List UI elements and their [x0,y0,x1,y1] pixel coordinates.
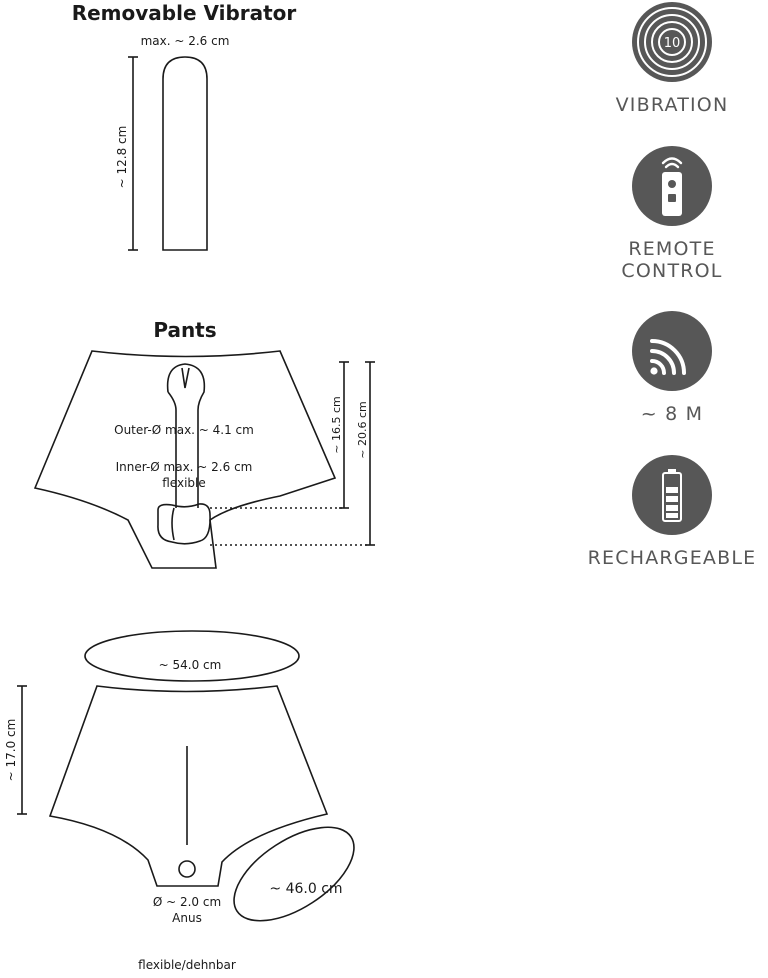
anus-opening [178,860,196,878]
flexible-dehnbar-label: flexible/dehnbar [138,958,236,972]
vibration-icon: 10 [632,2,712,82]
feature-vibration: 10 VIBRATION [572,2,768,116]
feature-remote-control: REMOTE CONTROL [572,146,768,282]
dildo-base [157,503,211,545]
vibrator-title: Removable Vibrator [72,1,297,25]
vibration-label: VIBRATION [615,94,729,116]
remote-control-label: REMOTE CONTROL [621,238,723,282]
feature-rechargeable: RECHARGEABLE [572,455,768,569]
back-height-label: ~ 17.0 cm [4,719,18,782]
vibration-badge: 10 [664,36,681,51]
dildo-outline [166,363,206,508]
dildo-tip-slit [181,367,190,389]
vibrator-outline [162,56,208,251]
waistband-ellipse [84,630,300,682]
pants-height1-label: ~ 16.5 cm [330,396,343,453]
anus-diameter-label: Ø ~ 2.0 cm [153,895,221,909]
rechargeable-label: RECHARGEABLE [587,547,757,569]
pants-back-outline [48,685,329,887]
outer-diameter-label: Outer-Ø max. ~ 4.1 cm [114,423,254,437]
pants-front-outline [33,350,337,569]
vibrator-length-label: ~ 12.8 cm [115,126,129,189]
leg-opening-label: ~ 46.0 cm [269,881,342,897]
range-label: ~ 8 M [640,403,704,425]
pants-title: Pants [153,318,216,342]
leg-opening-ellipse [233,826,355,922]
inner-diameter-label: Inner-Ø max. ~ 2.6 cm [116,460,253,474]
vibrator-width-label: max. ~ 2.6 cm [141,34,230,48]
remote-control-icon [632,146,712,226]
dildo-base-seam [171,507,175,541]
pants-flexible-label: flexible [162,476,206,490]
anus-label: Anus [172,911,202,925]
battery-icon [632,455,712,535]
wireless-signal-icon [632,311,712,391]
feature-range: ~ 8 M [572,311,768,425]
pants-height2-label: ~ 20.6 cm [356,401,369,458]
waist-label: ~ 54.0 cm [159,658,222,672]
